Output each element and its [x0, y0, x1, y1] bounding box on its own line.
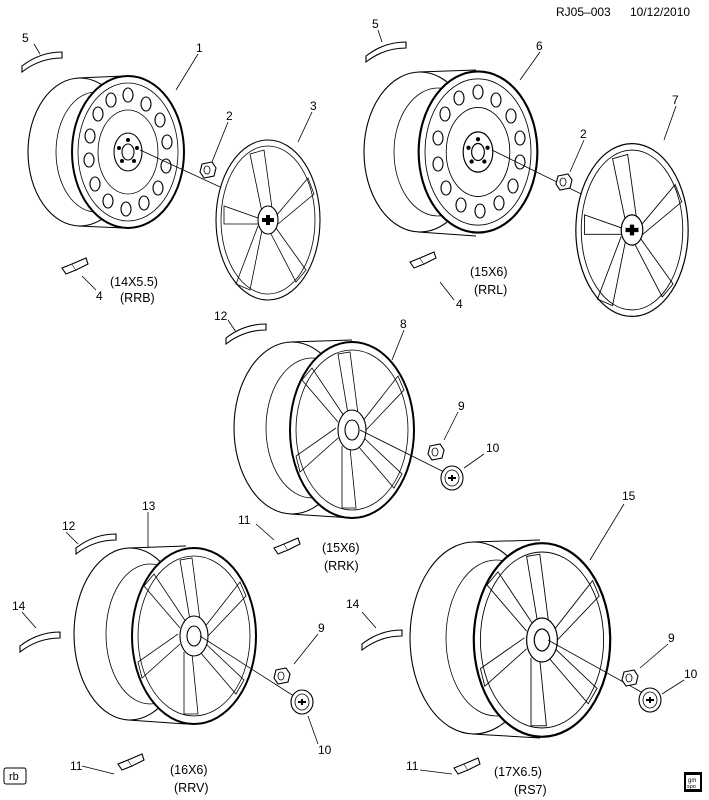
wheel-2-holes [432, 84, 526, 219]
wheel-4-alloy [73, 545, 257, 725]
callout-11-a: 11 [238, 513, 251, 527]
callout-14-b: 14 [346, 597, 360, 611]
wheel-3-code: (RRK) [324, 559, 359, 573]
callout-6: 6 [536, 39, 543, 53]
callout-5-a: 5 [22, 31, 29, 45]
weight-5-b [365, 41, 407, 63]
svg-text:rb: rb [9, 771, 19, 783]
lug-nut-13 [273, 667, 291, 685]
weight-14-b [361, 629, 403, 651]
wheel-5-alloy [409, 539, 612, 739]
callout-10-a: 10 [486, 441, 500, 455]
callout-10-b: 10 [318, 743, 332, 757]
wheel-3-alloy [233, 339, 415, 519]
callout-14-a: 14 [12, 599, 26, 613]
wheel-4-code: (RRV) [174, 781, 209, 795]
wheel-3-size: (15X6) [322, 541, 360, 555]
callout-11-b: 11 [70, 759, 83, 773]
wheel-2-code: (RRL) [474, 283, 507, 297]
callout-12-b: 12 [62, 519, 76, 533]
valve-stem-1 [61, 257, 89, 275]
wheel-1-holes [83, 87, 173, 217]
center-cap-4 [290, 689, 314, 715]
callout-5-b: 5 [372, 17, 379, 31]
callout-3: 3 [310, 99, 317, 113]
wheel-1-size: (14X5.5) [110, 275, 158, 289]
wheel-1-steel [27, 75, 185, 229]
lug-nut-15 [621, 669, 639, 687]
lug-nut-2 [555, 173, 573, 191]
gm-spo-stamp: gm spo [684, 772, 702, 792]
wheel-5-code: (RS7) [514, 783, 547, 797]
lug-nut-8 [427, 443, 445, 461]
center-cap-3 [440, 465, 464, 491]
lug-nut-1 [199, 161, 217, 179]
callout-4-b: 4 [456, 297, 463, 311]
callout-9-c: 9 [668, 631, 675, 645]
weight-12-b [75, 533, 117, 555]
weight-5-a [21, 51, 63, 73]
callout-2-a: 2 [226, 109, 233, 123]
callout-8: 8 [400, 317, 407, 331]
wheel-1-code: (RRB) [120, 291, 155, 305]
svg-text:gm: gm [688, 778, 696, 784]
rb-tag: rb [3, 767, 27, 785]
doc-date: 10/12/2010 [630, 5, 690, 19]
callout-9-a: 9 [458, 399, 465, 413]
valve-stem-4 [117, 753, 145, 771]
wheel-cover-7 [575, 143, 689, 317]
wheel-2-steel [363, 69, 539, 237]
svg-text:spo: spo [687, 784, 696, 790]
callout-2-b: 2 [580, 127, 587, 141]
callout-10-c: 10 [684, 667, 698, 681]
center-cap-5 [638, 687, 662, 713]
callout-12-a: 12 [214, 309, 228, 323]
callout-9-b: 9 [318, 621, 325, 635]
weight-12-a [225, 323, 267, 345]
doc-id: RJ05–003 [556, 5, 611, 19]
wheel-5-size: (17X6.5) [494, 765, 542, 779]
weight-14-a [19, 631, 61, 653]
callout-13: 13 [142, 499, 156, 513]
callout-15: 15 [622, 489, 636, 503]
valve-stem-5 [453, 757, 481, 775]
valve-stem-3 [273, 537, 301, 555]
callout-11-c: 11 [406, 759, 419, 773]
callout-4-a: 4 [96, 289, 103, 303]
wheel-cover-3 [215, 139, 321, 301]
wheel-4-size: (16X6) [170, 763, 208, 777]
valve-stem-2 [409, 251, 437, 269]
callout-1: 1 [196, 41, 203, 55]
wheel-2-size: (15X6) [470, 265, 508, 279]
callout-7: 7 [672, 93, 679, 107]
